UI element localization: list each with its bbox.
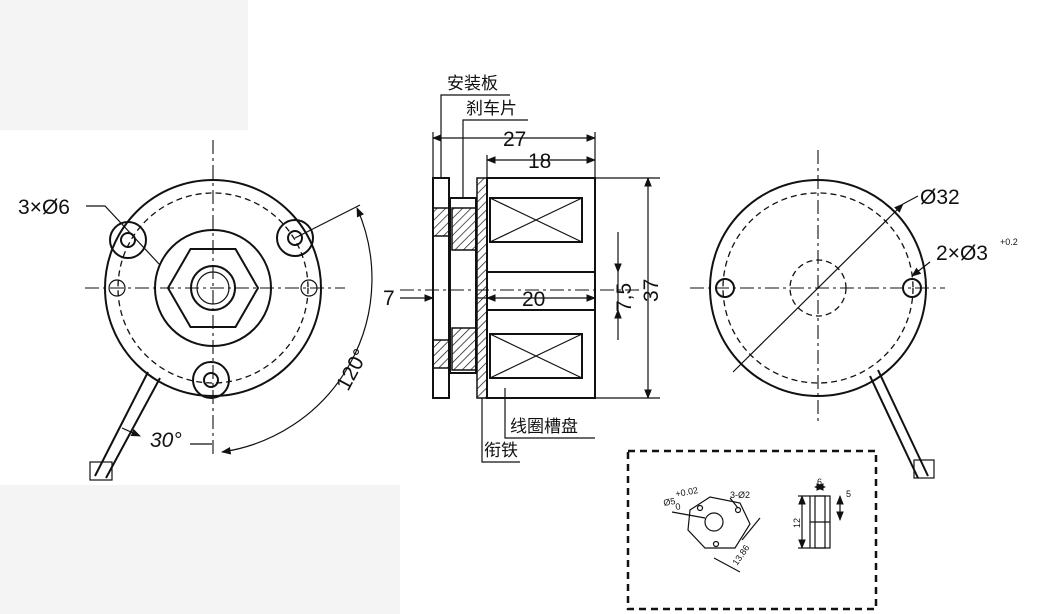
right-rear-view <box>690 150 945 479</box>
detail-bore-label: Ø5 <box>663 496 677 508</box>
left-front-view <box>85 140 373 481</box>
dim-37: 37 <box>640 279 663 302</box>
angle-30-arrow <box>121 427 141 437</box>
dim-18: 18 <box>528 150 551 173</box>
label-mounting-plate: 安装板 <box>447 74 498 93</box>
right-holes-tolerance: +0.2 <box>1000 237 1018 247</box>
detail-box <box>626 449 878 611</box>
detail-across-label: 13.86 <box>730 543 751 567</box>
detail-dim-12: 12 <box>792 518 802 528</box>
scan-shade-top-left <box>0 0 248 130</box>
dim-20: 20 <box>522 288 545 311</box>
detail-bore-tol-lower: 0 <box>675 501 682 512</box>
dim-7: 7 <box>383 287 395 310</box>
detail-bore-tol-upper: +0.02 <box>675 485 699 499</box>
right-diameter-label: Ø32 <box>920 186 960 209</box>
right-holes-label: 2×Ø3 <box>936 242 988 265</box>
angle-30-label: 30° <box>150 429 182 452</box>
left-hole-label: 3×Ø6 <box>18 196 70 219</box>
label-armature: 衔铁 <box>484 441 518 460</box>
detail-dim-5: 5 <box>846 489 851 499</box>
label-brake-disc: 刹车片 <box>466 99 517 118</box>
scan-shade-bottom-left <box>0 485 400 614</box>
section-view <box>400 94 660 463</box>
label-coil-slot-disk: 线圈槽盘 <box>510 417 578 436</box>
angle-120-label: 120° <box>332 345 373 394</box>
detail-holes-label: 3-Ø2 <box>730 490 750 500</box>
dim-7-5: 7,5 <box>613 283 636 312</box>
detail-hex-part <box>671 496 761 573</box>
detail-side-part <box>798 483 844 549</box>
dim-27: 27 <box>503 128 526 151</box>
detail-dim-6: 6 <box>817 477 822 487</box>
